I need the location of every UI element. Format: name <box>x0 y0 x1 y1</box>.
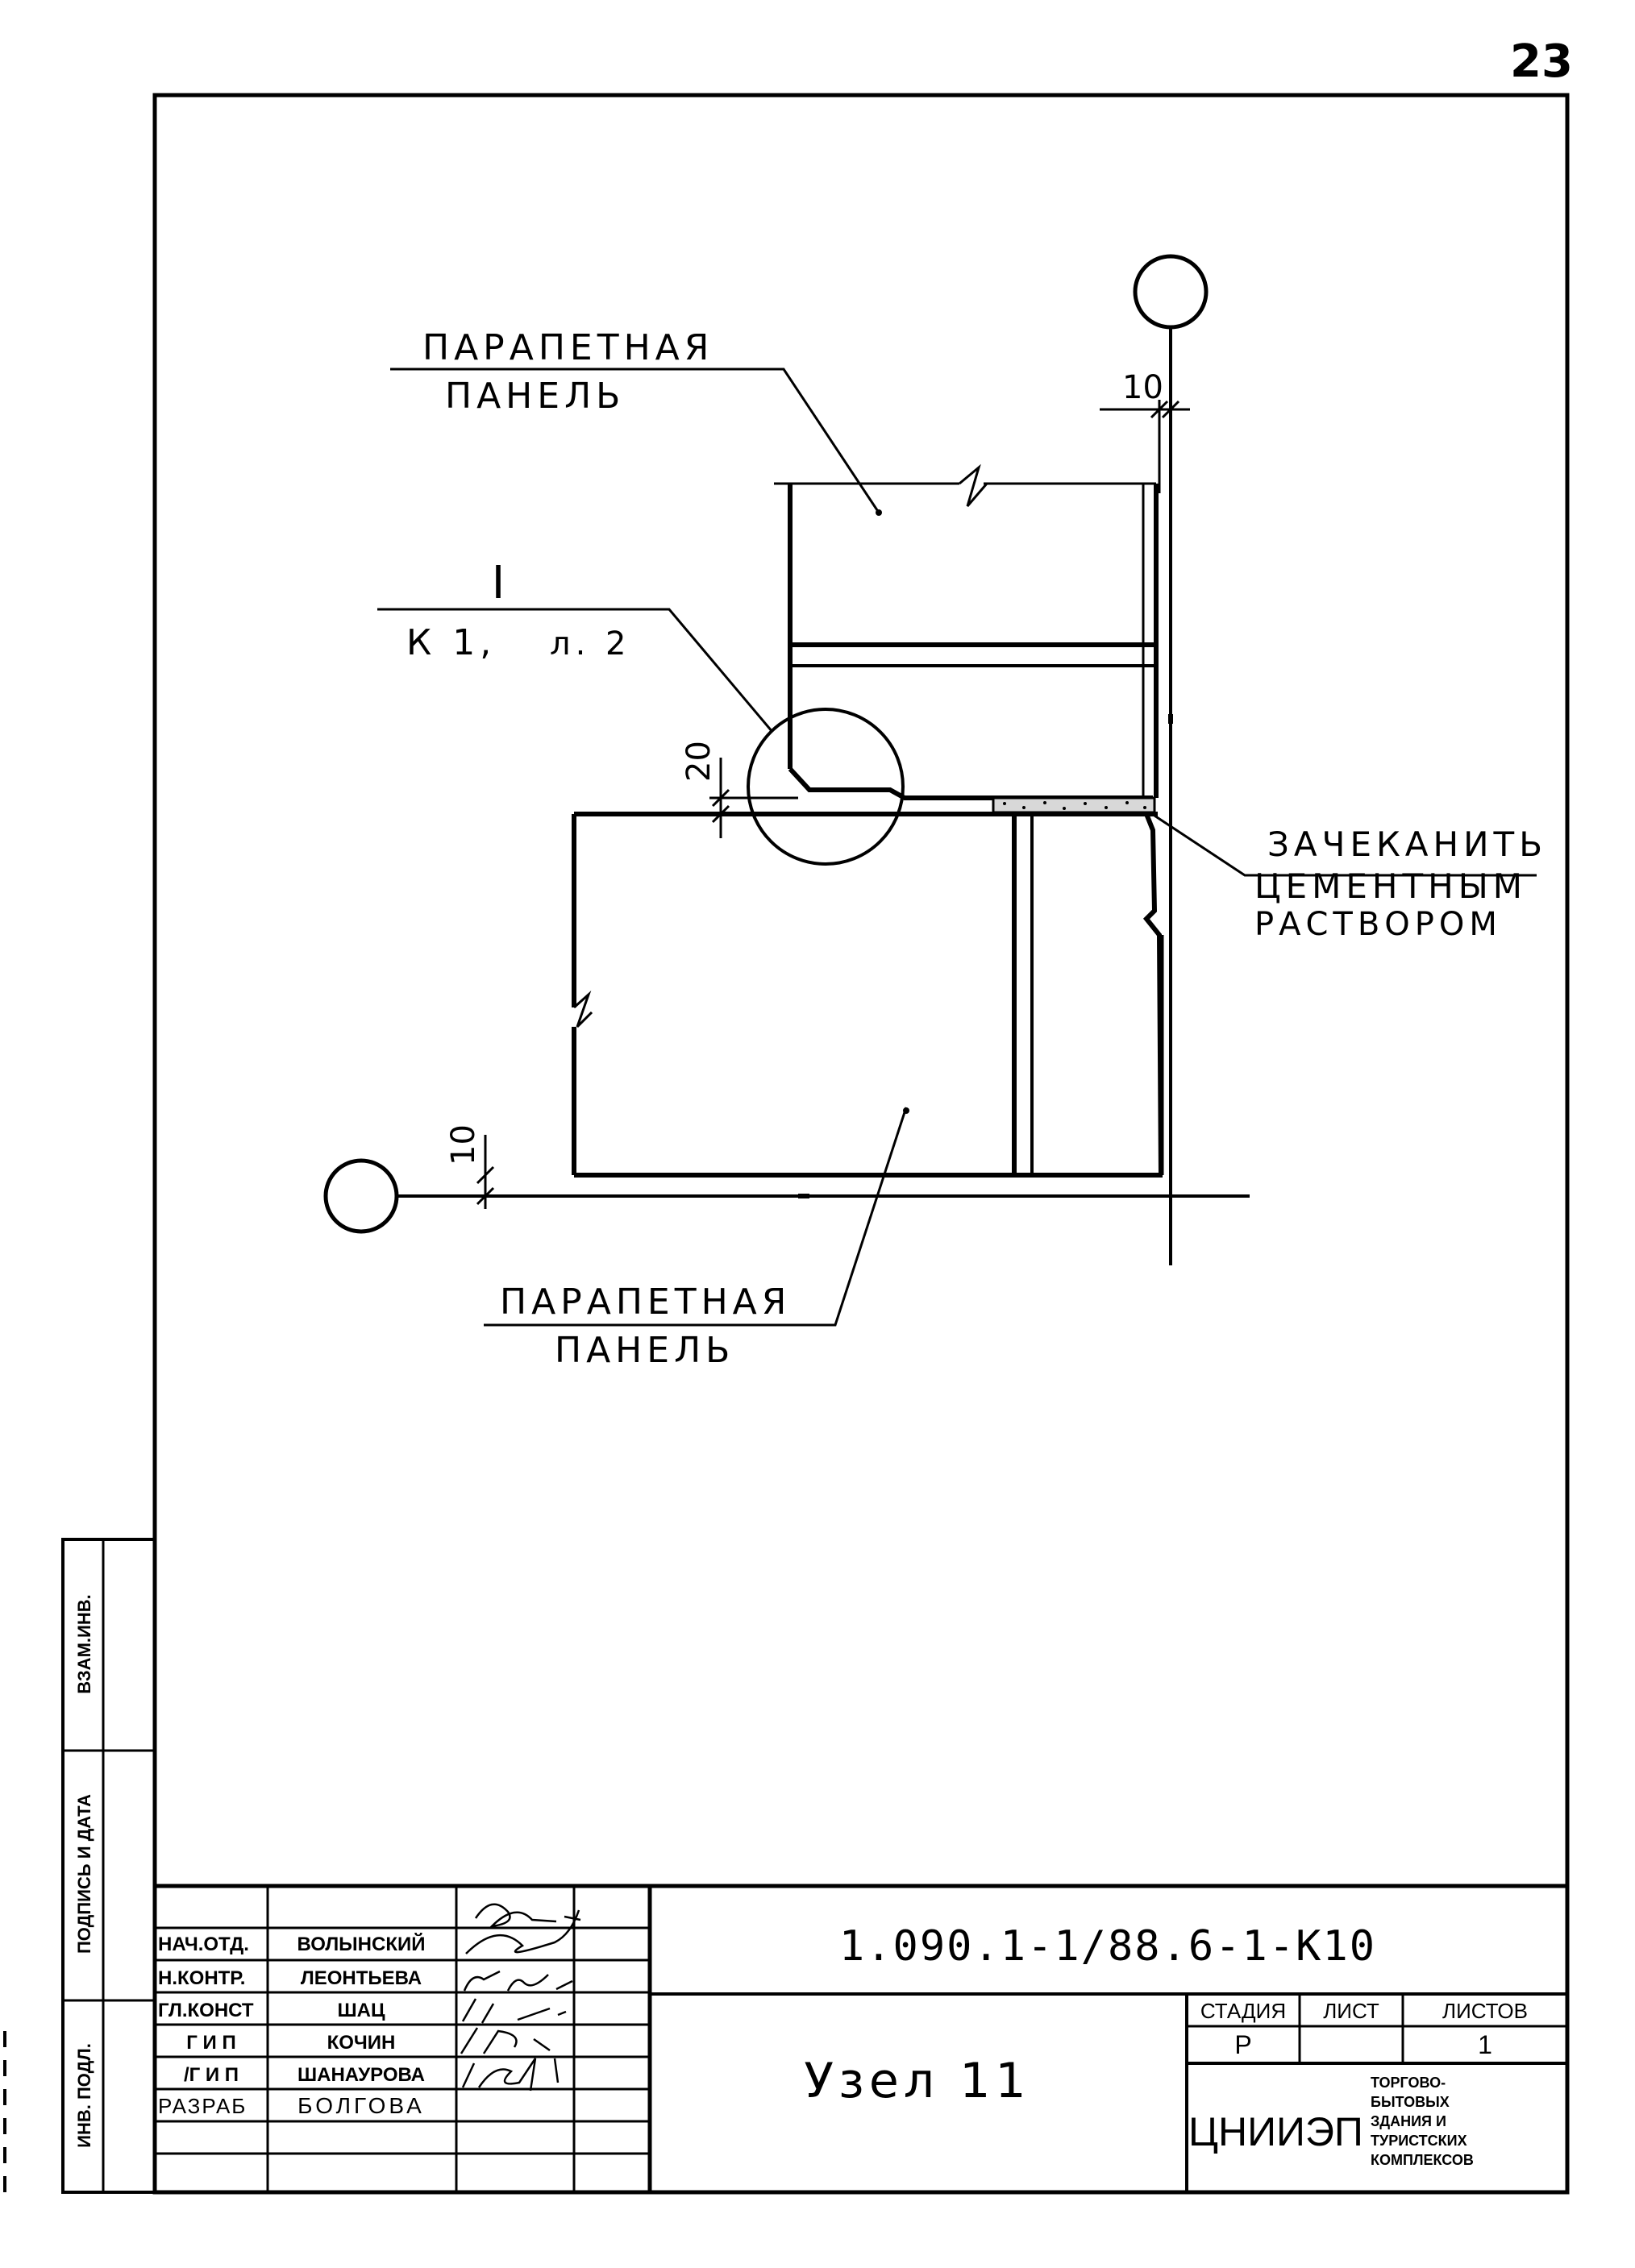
dimension-bottom-gap <box>476 1135 495 1209</box>
organization-name: ЦНИИЭП <box>1188 2109 1363 2154</box>
dimension-top-gap <box>1100 400 1190 493</box>
axis-marker-top <box>1133 254 1209 330</box>
lower-parapet-panel <box>572 812 1164 1178</box>
title-block <box>155 1884 1567 2192</box>
staff-role-5: /Г И П <box>184 2064 239 2086</box>
staff-name-2: ЛЕОНТЬЕВА <box>301 1967 422 1989</box>
signature-mark <box>461 1998 567 2024</box>
staff-role-6: РАЗРАБ <box>158 2094 247 2118</box>
node-drawing <box>323 254 1537 1327</box>
label-note-line3: РАСТВОРОМ <box>1254 906 1502 943</box>
signature-mark <box>461 2058 560 2091</box>
staff-name-4: КОЧИН <box>327 2032 396 2054</box>
label-top-panel-line1: ПАРАПЕТНАЯ <box>422 327 713 368</box>
label-note-line2: ЦЕМЕНТНЫМ <box>1254 866 1527 906</box>
caulked-joint <box>992 796 1156 814</box>
leader-note <box>1154 814 1537 877</box>
sheets-header: ЛИСТОВ <box>1442 1999 1528 2023</box>
staff-name-1: ВОЛЫНСКИЙ <box>297 1933 426 1955</box>
sheet-header: ЛИСТ <box>1323 1999 1379 2023</box>
axis-marker-bottom <box>323 1158 399 1234</box>
signature-mark <box>465 1909 580 1954</box>
stage-header: СТАДИЯ <box>1200 1999 1286 2023</box>
drawing-frame <box>152 93 1570 2195</box>
drawing-title: Узел 11 <box>804 2053 1030 2109</box>
dim-label-bottom-gap: 10 <box>445 1124 482 1165</box>
label-bottom-panel-line2: ПАНЕЛЬ <box>555 1330 734 1371</box>
staff-role-2: Н.КОНТР. <box>158 1967 245 1989</box>
leader-bottom-panel <box>484 1107 908 1327</box>
staff-role-1: НАЧ.ОТД. <box>158 1934 249 1955</box>
staff-role-3: ГЛ.КОНСТ <box>158 2000 254 2021</box>
side-stamp-inv-podl: ИНВ. ПОДЛ. <box>74 2043 94 2148</box>
org-subtitle-line5: КОМПЛЕКСОВ <box>1371 2152 1474 2168</box>
stage-value: Р <box>1234 2030 1251 2059</box>
staff-name-5: ШАНАУРОВА <box>297 2064 425 2086</box>
signature-mark <box>460 2027 551 2054</box>
org-subtitle-line4: ТУРИСТСКИХ <box>1371 2133 1467 2149</box>
sheets-value: 1 <box>1478 2030 1492 2059</box>
label-note-line1: ЗАЧЕКАНИТЬ <box>1267 825 1547 864</box>
staff-role-4: Г И П <box>186 2032 235 2054</box>
dim-label-top-gap: 10 <box>1122 369 1163 406</box>
side-stamp: ИНВ. ПОДЛ. ПОДПИСЬ И ДАТА ВЗАМ.ИНВ. <box>61 1538 156 2194</box>
org-subtitle-line3: ЗДАНИЯ И <box>1371 2113 1446 2129</box>
document-code: 1.090.1-1/88.6-1-К10 <box>839 1922 1376 1971</box>
joint-stipple <box>1003 801 1146 810</box>
org-subtitle-line1: ТОРГОВО- <box>1371 2075 1446 2091</box>
detail-callout-circle <box>747 708 905 866</box>
leader-detail <box>377 608 774 733</box>
staff-name-3: ШАЦ <box>338 2000 385 2021</box>
label-detail-mark: I <box>492 557 505 609</box>
leader-top-panel <box>390 368 880 513</box>
drawing-labels: ПАРАПЕТНАЯ ПАНЕЛЬ I К 1, л. 2 ЗАЧЕКАНИТЬ… <box>406 327 1547 1371</box>
staff-name-6: БОЛГОВА <box>297 2093 425 2118</box>
signatures <box>460 1903 581 2091</box>
dimension-joint-gap <box>574 758 798 838</box>
side-stamp-signature-date: ПОДПИСЬ И ДАТА <box>74 1794 94 1954</box>
upper-parapet-panel <box>774 463 1159 800</box>
signature-mark <box>463 1970 573 1992</box>
label-detail-ref-page: л. 2 <box>550 625 630 663</box>
label-top-panel-line2: ПАНЕЛЬ <box>445 376 625 417</box>
label-bottom-panel-line1: ПАРАПЕТНАЯ <box>500 1281 791 1323</box>
dim-label-joint-gap: 20 <box>680 741 718 782</box>
org-subtitle-line2: БЫТОВЫХ <box>1371 2094 1450 2110</box>
title-block-text: НАЧ.ОТД. ВОЛЫНСКИЙ Н.КОНТР. ЛЕОНТЬЕВА ГЛ… <box>158 1922 1528 2168</box>
signature-mark <box>474 1903 581 1928</box>
label-detail-ref-sheet: К 1, <box>406 622 496 663</box>
side-stamp-vzam-inv: ВЗАМ.ИНВ. <box>74 1594 94 1693</box>
page-number: 23 <box>1510 35 1573 88</box>
